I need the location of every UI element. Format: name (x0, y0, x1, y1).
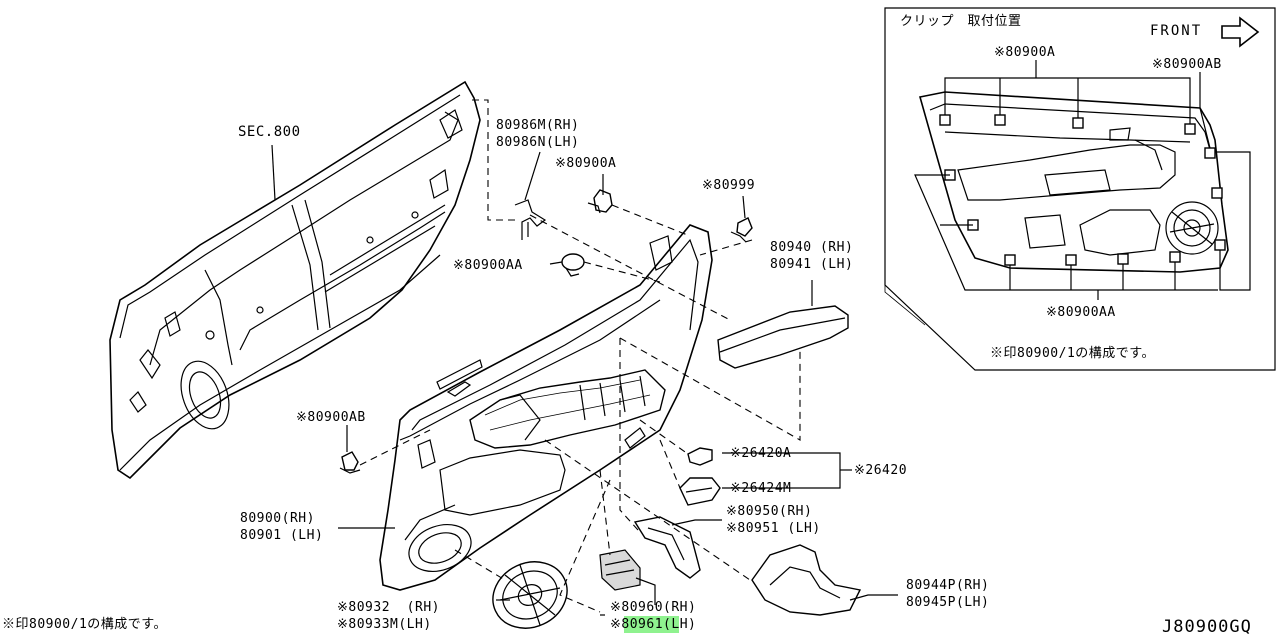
label-80900aa: ※80900AA (453, 258, 523, 273)
label-26424m: ※26424M (730, 481, 792, 496)
label-sec-800: SEC.800 (238, 124, 301, 140)
switch-bracket-80960 (599, 549, 641, 591)
label-80901: 80901 (LH) (240, 528, 324, 543)
label-80941: 80941 (LH) (770, 257, 854, 272)
label-80961-side: (LH) (663, 617, 697, 632)
label-80951: ※80951 (LH) (726, 521, 821, 536)
label-80961-mark: ※ (610, 617, 622, 632)
leader-lines (271, 144, 898, 616)
footnote: ※印80900/1の構成です。 (2, 617, 167, 632)
clip-80999 (730, 217, 753, 243)
label-80945p: 80945P(LH) (906, 595, 990, 610)
label-80944p: 80944P(RH) (906, 578, 990, 593)
label-80986m: 80986M(RH) (496, 118, 580, 133)
dashed-leaders (359, 99, 801, 613)
diagram-code: J80900GQ (1162, 617, 1252, 637)
label-26420: ※26420 (854, 463, 908, 478)
inset-front-arrow (1221, 16, 1260, 48)
label-80950: ※80950(RH) (726, 504, 813, 519)
door-trim-panel (379, 224, 713, 591)
inset-label-80900a: ※80900A (994, 45, 1056, 60)
clip-80900ab (339, 451, 361, 474)
pull-handle-80950 (633, 516, 701, 579)
armrest-80940 (717, 305, 849, 369)
label-80960: ※80960(RH) (610, 600, 697, 615)
label-80932: ※80932 (RH) (337, 600, 440, 615)
bracket-80986 (514, 199, 547, 240)
inset-front-label: FRONT (1150, 23, 1203, 39)
highlight-80961 (624, 616, 679, 633)
label-80900ab: ※80900AB (296, 410, 366, 425)
label-26420a: ※26420A (730, 446, 792, 461)
label-80933m: ※80933M(LH) (337, 617, 432, 632)
clip-80900aa (561, 253, 585, 277)
inset-note: ※印80900/1の構成です。 (990, 346, 1155, 361)
label-80940: 80940 (RH) (770, 240, 854, 255)
door-inner-panel (109, 80, 481, 480)
pocket-finisher-80944p (751, 544, 862, 616)
label-80900: 80900(RH) (240, 511, 315, 526)
lamp-bulb-26420a (687, 447, 713, 466)
clip-80900a (587, 189, 613, 214)
label-80961-number: 80961 (621, 617, 664, 632)
inset-label-80900ab: ※80900AB (1152, 57, 1222, 72)
label-80999: ※80999 (702, 178, 756, 193)
inset-door-panel (918, 91, 1229, 273)
label-80986n: 80986N(LH) (496, 135, 580, 150)
speaker-grille-80932 (492, 561, 568, 629)
inset-title: クリップ 取付位置 (900, 14, 1022, 29)
inset-label-80900aa: ※80900AA (1046, 305, 1116, 320)
label-80900a: ※80900A (555, 156, 617, 171)
lamp-housing-26424m (679, 477, 721, 506)
inset-frame (884, 7, 1276, 371)
inset-leader-lines (914, 60, 1251, 300)
label-80961[interactable]: ※80961(LH) (610, 617, 696, 632)
